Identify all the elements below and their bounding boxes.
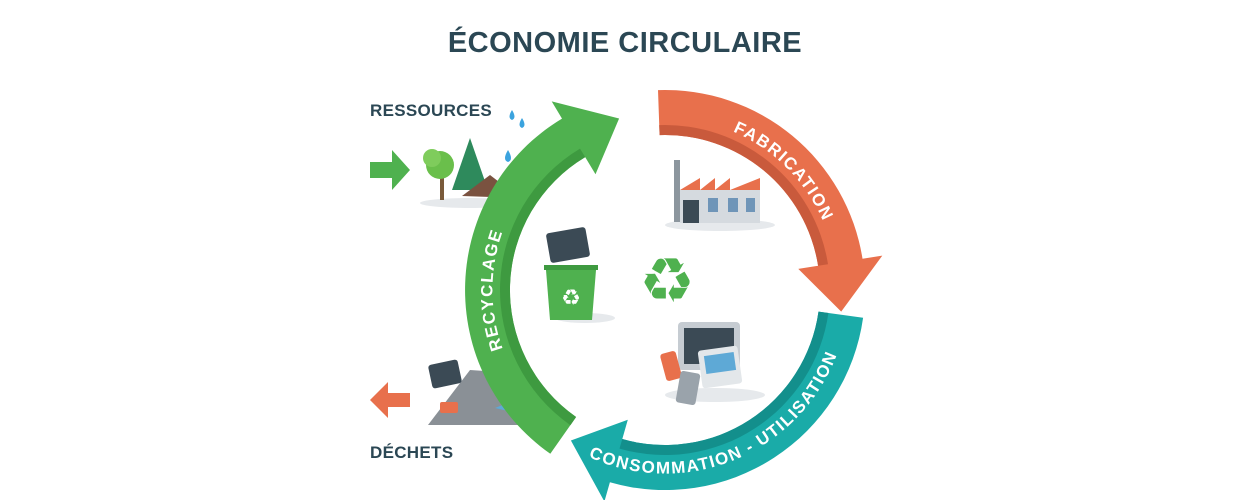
resources-label: RESSOURCES (370, 101, 493, 120)
recycling-arrow (465, 101, 620, 454)
water-drops-icon (505, 110, 525, 162)
recycle-bin-icon: ♻ (544, 227, 615, 323)
svg-text:♻: ♻ (561, 286, 581, 311)
manufacturing-arrow-shade (659, 124, 828, 266)
waste-label: DÉCHETS (370, 443, 454, 462)
factory-icon (665, 160, 775, 231)
recycling-arrow-shade (500, 148, 586, 426)
recycle-symbol-icon: ♻ (639, 244, 695, 317)
diagram-title: ÉCONOMIE CIRCULAIRE (447, 27, 803, 59)
consumer-devices-icon (660, 322, 765, 406)
waste-out-arrow-icon (370, 382, 410, 418)
resources-in-arrow-icon (370, 150, 410, 190)
